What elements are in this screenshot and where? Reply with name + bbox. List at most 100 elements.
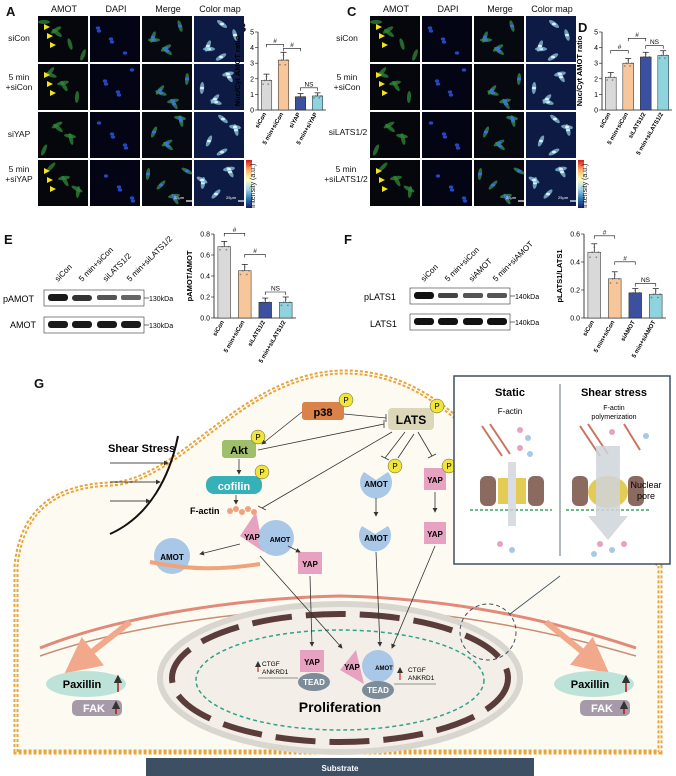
inset-static-label: Static: [495, 387, 525, 399]
data-point: [665, 54, 668, 57]
target-genes-left: CTGF ANKRD1: [255, 661, 298, 679]
ctgf-left: CTGF: [262, 661, 280, 668]
data-point: [609, 282, 612, 284]
data-point: [613, 273, 616, 276]
significance-bracket: [266, 43, 284, 48]
micrograph-tile: [422, 16, 472, 62]
scale-bar-label: 25μm: [174, 195, 185, 200]
marker-f-1: 140kDa: [515, 294, 539, 301]
data-point: [618, 277, 620, 280]
paxillin-node-left: [46, 671, 126, 697]
micrograph-tile: [38, 160, 88, 206]
data-point: [648, 56, 651, 58]
data-point: [297, 95, 300, 98]
significance-bracket: [610, 50, 629, 54]
significance-bracket: [264, 291, 287, 295]
bar: [238, 270, 252, 319]
arrowhead-marker: [376, 168, 382, 174]
force-arrow-left: [64, 619, 132, 674]
blot-f-bands-1: [414, 292, 507, 299]
arrowhead-marker: [44, 168, 50, 174]
data-point: [268, 301, 271, 304]
x-tick-label: siLATS1/2: [628, 111, 648, 139]
data-point: [267, 83, 270, 86]
cofilin-label: cofilin: [218, 481, 251, 493]
data-point: [221, 245, 224, 248]
significance-label: #: [618, 44, 622, 51]
akt-phospho-label: P: [255, 433, 260, 442]
paxillin-node-right: [554, 671, 634, 697]
shear-stress-label: Shear Stress: [108, 443, 175, 455]
data-point: [260, 303, 262, 306]
data-point: [625, 62, 628, 65]
significance-label: #: [233, 227, 237, 234]
x-tick-label: siYAP: [289, 112, 303, 130]
cofilin-node: [206, 476, 262, 494]
data-point: [280, 304, 283, 307]
row-label-5min-sicon: 5 min +siCon: [5, 72, 33, 92]
data-point: [597, 251, 600, 254]
data-point: [248, 269, 250, 272]
amot-p-label: AMOT: [364, 480, 388, 489]
inset-factin-poly-label-1: F-actin: [603, 405, 625, 412]
y-tick-label: 5: [250, 30, 254, 37]
x-tick-label: siCon: [255, 112, 269, 130]
data-point: [243, 266, 246, 268]
y-tick-label: 0.2: [570, 288, 580, 295]
row-label-siyap: siYAP: [7, 129, 31, 139]
bar: [640, 56, 652, 111]
arrowhead-marker: [382, 186, 388, 192]
significance-bracket: [645, 45, 664, 49]
yap-complex-label: YAP: [244, 533, 260, 542]
data-point: [638, 291, 641, 294]
data-point: [659, 293, 661, 296]
data-point: [646, 58, 649, 61]
significance-bracket: [244, 254, 266, 258]
data-point: [593, 246, 596, 249]
col-header-amot: AMOT: [51, 4, 77, 14]
y-tick-label: 0.8: [200, 232, 210, 239]
scale-bar-label: 25μm: [558, 195, 569, 200]
row-label-c-sicon: siCon: [336, 33, 358, 43]
amot-phospho-label: P: [392, 462, 397, 471]
data-point: [263, 79, 266, 82]
bar: [605, 76, 617, 111]
micrograph-tile: [90, 16, 140, 62]
band-label-amot: AMOT: [10, 320, 37, 330]
y-axis-label: Nuc/Cyt AMOT ratio: [233, 35, 242, 106]
akt-label: Akt: [230, 445, 248, 457]
significance-label: #: [623, 255, 627, 262]
colorbar-c: [578, 160, 584, 208]
row-label-5min-siyap: 5 min +siYAP: [5, 164, 33, 184]
data-point: [664, 57, 666, 60]
y-tick-label: 0: [594, 108, 598, 115]
data-point: [316, 93, 319, 95]
data-point: [262, 301, 265, 304]
cofilin-phospho-label: P: [259, 468, 264, 477]
col-header-colormap-c: Color map: [531, 4, 573, 14]
x-tick-label: siCon: [212, 320, 226, 338]
data-point: [289, 301, 291, 304]
blot-lane-label: 5 min+siAMOT: [491, 239, 535, 283]
inset-box: [453, 375, 671, 565]
data-point: [606, 79, 609, 81]
data-point: [652, 293, 655, 296]
panel-label-c: C: [347, 4, 357, 19]
micrograph-tile: [422, 112, 472, 158]
marker-e-2: 130kDa: [149, 323, 173, 330]
amot-nuc-complex-label: AMOT: [375, 666, 393, 672]
micrograph-tile: [370, 112, 420, 158]
significance-label: NS: [304, 81, 314, 88]
y-tick-label: 4: [594, 45, 598, 52]
yap-nuc-complex: [340, 650, 364, 684]
bar: [649, 293, 663, 319]
significance-label: #: [635, 32, 639, 39]
y-tick-label: 5: [594, 30, 598, 37]
row-label-sicon: siCon: [8, 33, 30, 43]
fak-node-left: [72, 700, 122, 716]
data-point: [615, 282, 618, 284]
amot-nuc-complex: [362, 650, 394, 682]
data-point: [611, 277, 614, 280]
ankrd1-left: ANKRD1: [262, 669, 289, 676]
